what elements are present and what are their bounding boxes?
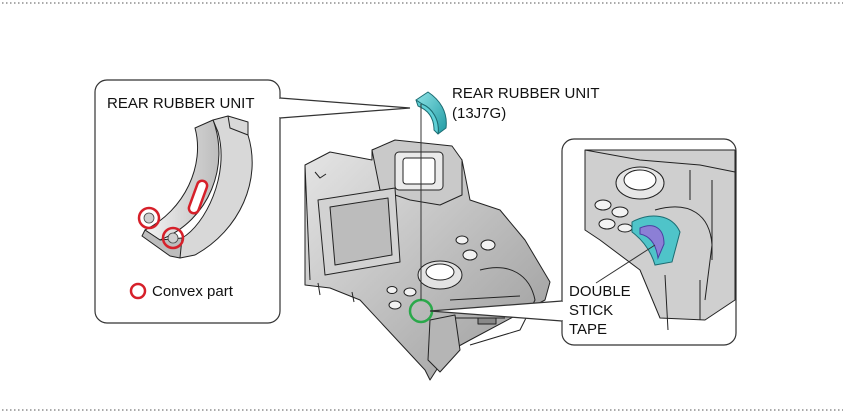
camera-body-illustration (304, 139, 551, 381)
rear-rubber-enlarged (141, 115, 253, 259)
convex-marker-icon (129, 282, 147, 300)
convex-slot-highlight (187, 179, 209, 215)
part-code-label: (13J7G) (452, 105, 507, 122)
callout-left-pointer (279, 97, 411, 119)
convex-part-marker-1 (137, 206, 161, 230)
callout-left-title: REAR RUBBER UNIT (107, 95, 255, 112)
part-name-label: REAR RUBBER UNIT (452, 85, 600, 102)
tape-label-line-2: STICK (569, 302, 614, 319)
legend-label: Convex part (152, 283, 233, 300)
rear-rubber-part (415, 91, 447, 135)
callout-right-pointer (429, 300, 563, 322)
double-stick-tape (639, 225, 665, 260)
tape-leader-line (595, 244, 656, 284)
convex-part-marker-2 (161, 226, 185, 250)
tape-label-line-1: DOUBLE (569, 283, 631, 300)
tape-label-line-3: TAPE (569, 321, 608, 338)
